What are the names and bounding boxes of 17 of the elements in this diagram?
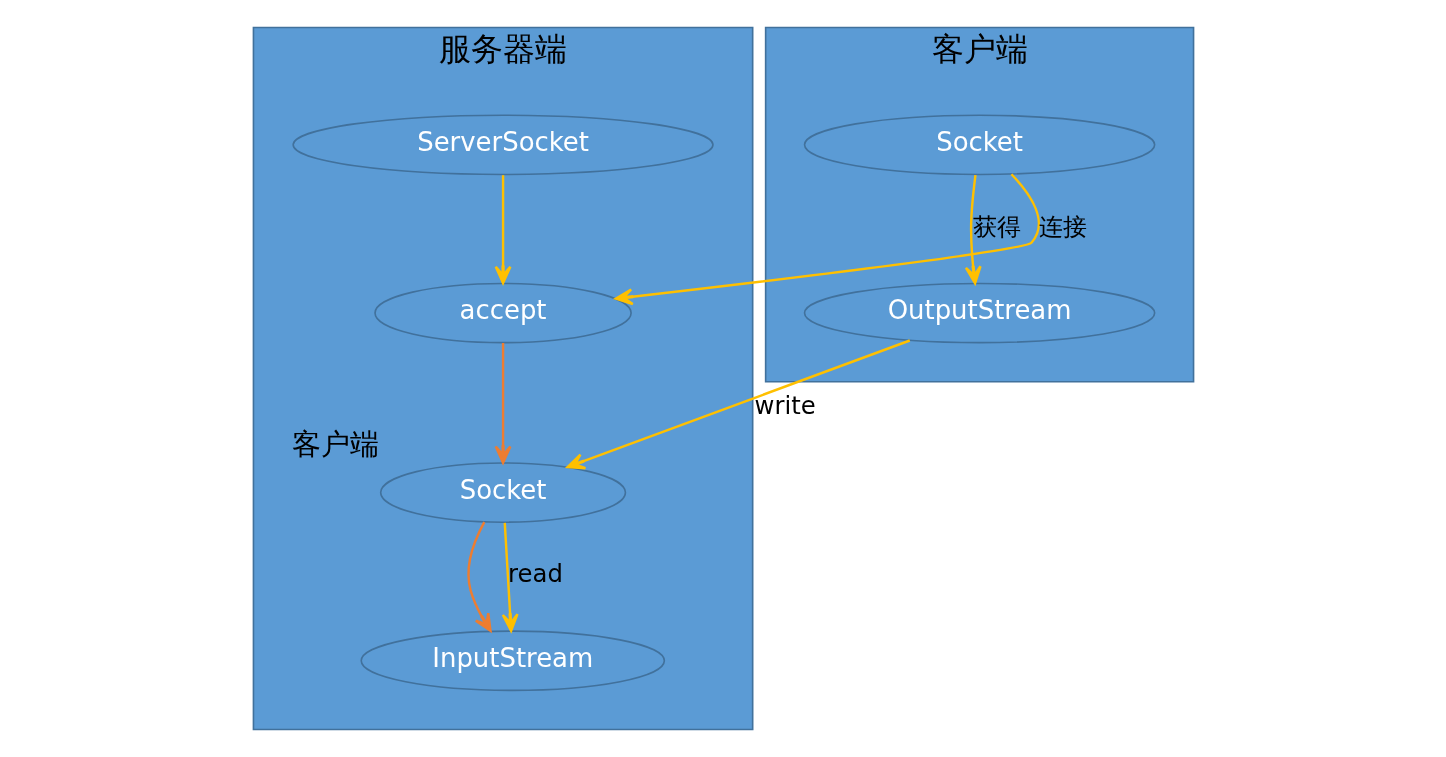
arrow [494, 175, 512, 285]
node-ellipse: OutputStream [803, 282, 1155, 344]
arrow [501, 522, 519, 632]
edge-label: read [507, 559, 563, 589]
edge-label: 获得 [972, 211, 1021, 241]
edge-label: 连接 [1038, 211, 1087, 241]
arrow [614, 173, 1040, 306]
node-ellipse: Socket [379, 462, 626, 523]
node-ellipse: Socket [803, 114, 1155, 176]
node-ellipse: ServerSocket [291, 114, 714, 176]
node-label: 客户端 [291, 426, 379, 461]
arrow [566, 339, 910, 470]
arrow [964, 175, 982, 285]
arrow [494, 343, 512, 464]
arrow [466, 521, 492, 632]
node-ellipse: InputStream [359, 630, 665, 692]
edge-label: write [754, 391, 816, 421]
